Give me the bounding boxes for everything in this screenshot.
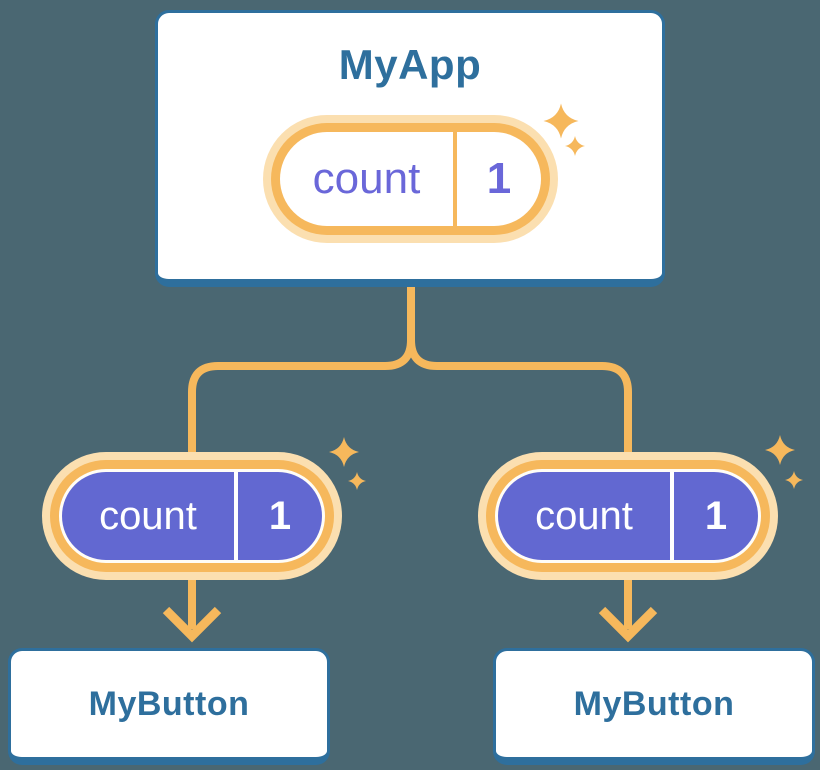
- prop-label: count: [99, 493, 197, 538]
- left-prop-pill-ring: count 1: [50, 460, 334, 572]
- root-state-pill-ring: count 1: [271, 123, 550, 235]
- child-component-title: MyButton: [573, 684, 735, 723]
- prop-label: count: [535, 493, 633, 538]
- connector-root-to-right: [407, 287, 632, 458]
- root-state-pill: count 1: [263, 115, 558, 243]
- prop-value: 1: [268, 493, 292, 538]
- state-label: count: [312, 154, 421, 203]
- sparkles-icon: [329, 437, 366, 490]
- prop-value: 1: [704, 493, 728, 538]
- child-component-title: MyButton: [88, 684, 250, 723]
- root-component-title: MyApp: [338, 41, 482, 88]
- left-child-component-card: MyButton: [8, 648, 330, 765]
- left-prop-pill: count 1: [42, 452, 342, 580]
- pill-divider: [670, 472, 674, 560]
- state-value: 1: [486, 154, 512, 203]
- pill-divider: [234, 472, 238, 560]
- sparkles-icon: [765, 435, 803, 489]
- pill-divider: [453, 132, 457, 226]
- left-down-arrow-icon: [162, 606, 222, 643]
- right-child-component-card: MyButton: [493, 648, 815, 765]
- right-prop-pill-ring: count 1: [486, 460, 770, 572]
- right-prop-pill: count 1: [478, 452, 778, 580]
- sparkles-icon: [543, 103, 585, 156]
- right-down-arrow-icon: [598, 606, 658, 643]
